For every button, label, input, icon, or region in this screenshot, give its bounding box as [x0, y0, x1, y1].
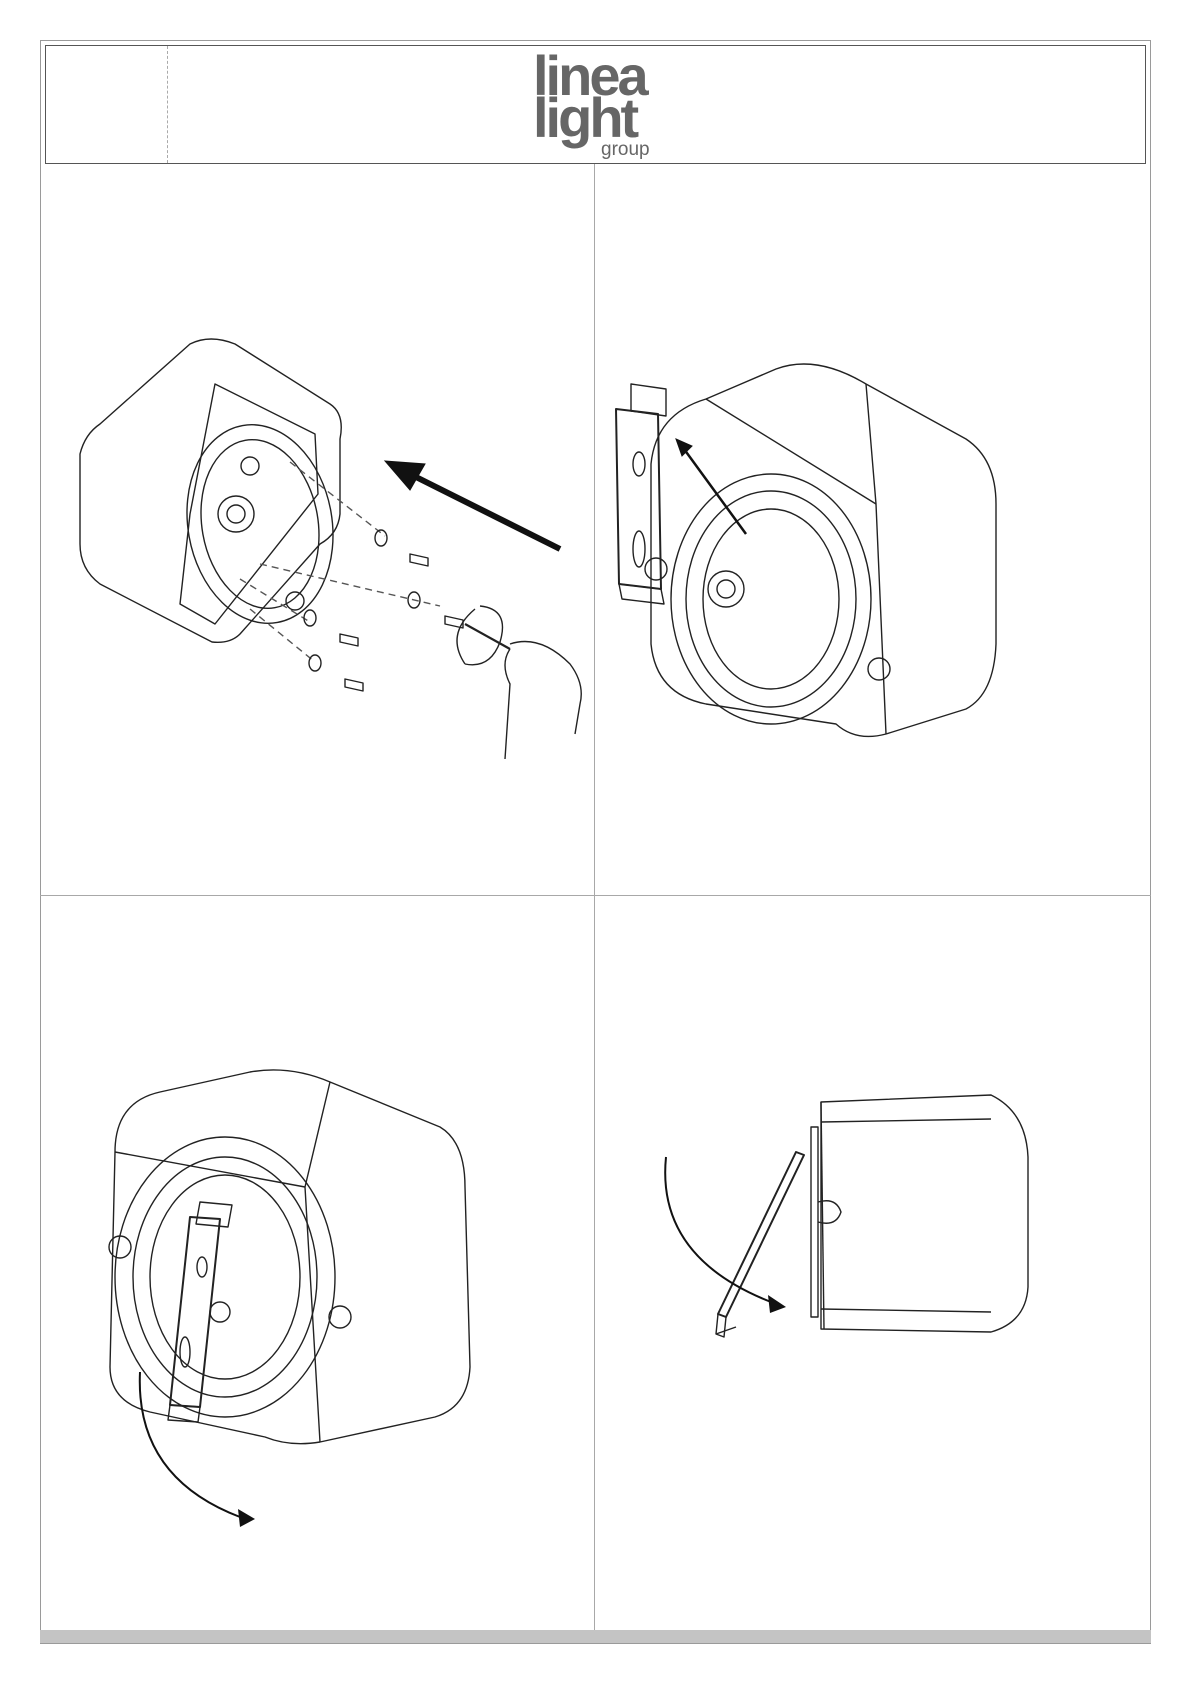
rotate-bracket-illustration — [40, 897, 594, 1630]
brand-logo: linea light group — [533, 48, 663, 163]
footer-bar — [40, 1630, 1151, 1643]
panel-divider-horizontal — [40, 895, 1151, 896]
step-panel-4 — [596, 897, 1151, 1630]
step-panel-2 — [596, 164, 1151, 895]
logo-text-light: light — [533, 90, 636, 146]
header-divider — [167, 46, 168, 163]
step-panel-3 — [40, 897, 594, 1630]
remove-screws-illustration — [40, 164, 594, 895]
panel-divider-vertical — [594, 164, 595, 1630]
attach-bracket-illustration — [596, 164, 1151, 895]
logo-text-group: group — [601, 139, 650, 161]
step-panel-1 — [40, 164, 594, 895]
hang-fixture-side-illustration — [596, 897, 1151, 1630]
